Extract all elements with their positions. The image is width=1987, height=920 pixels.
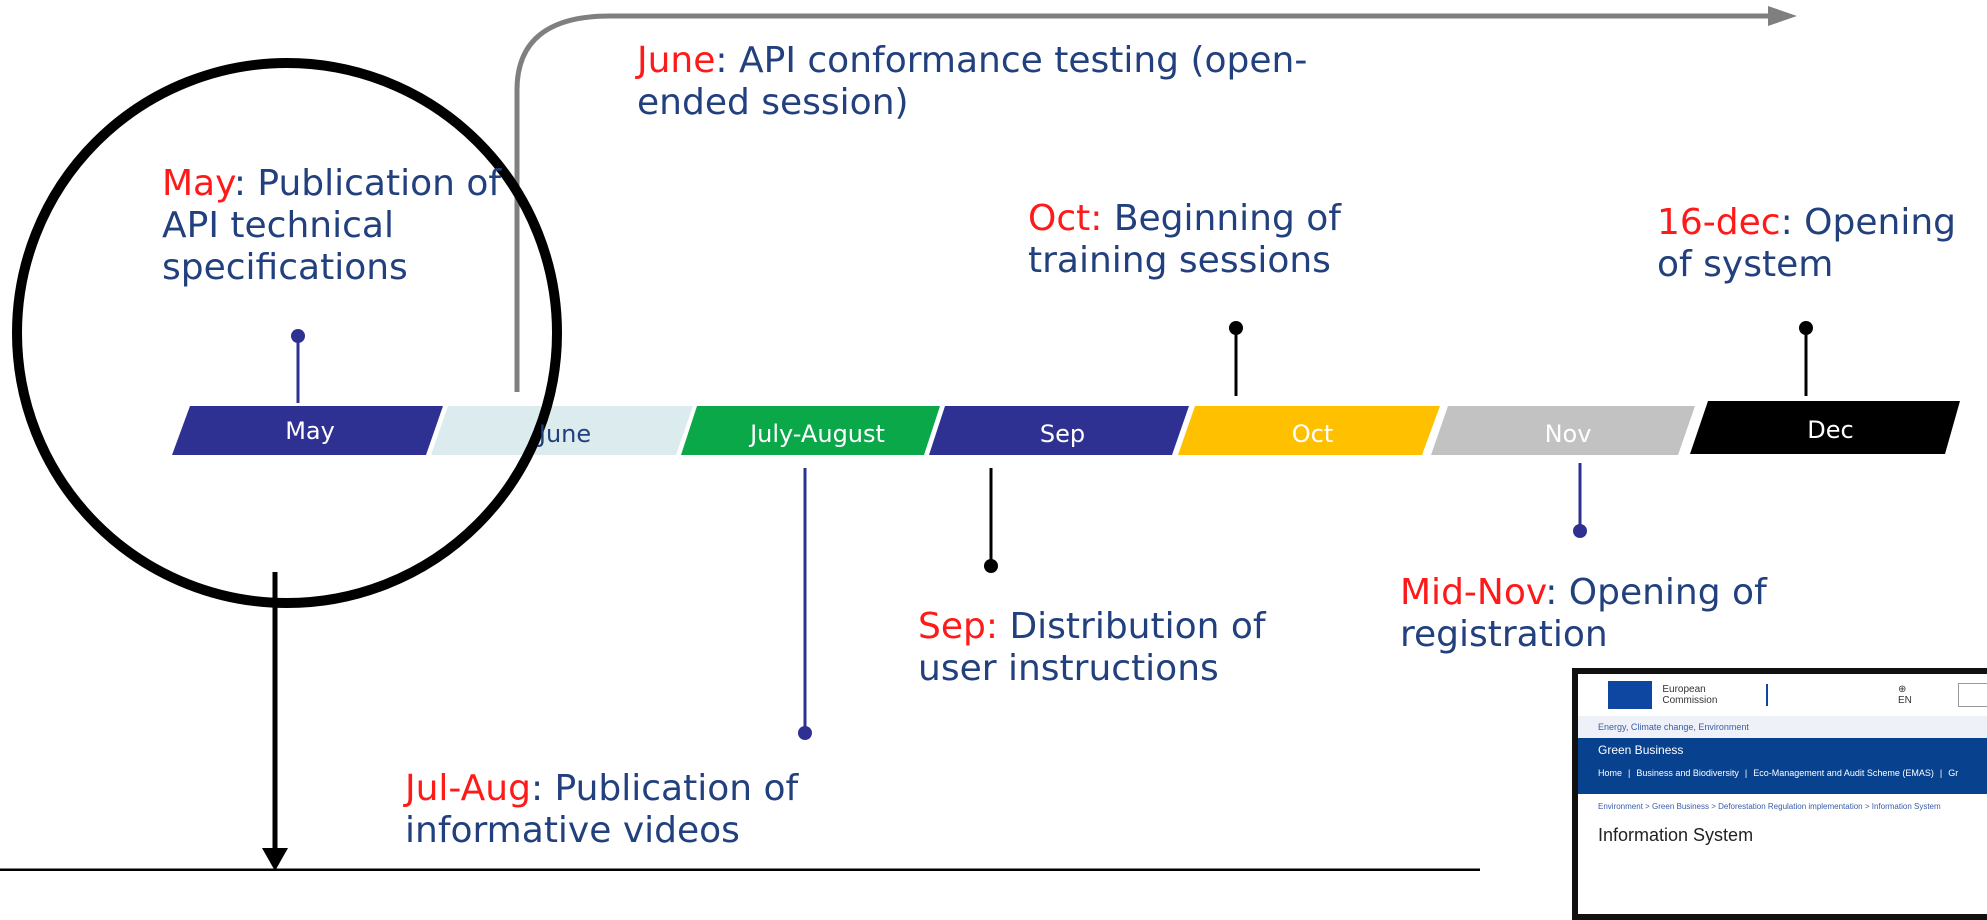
bar-july-august — [681, 406, 940, 455]
bar-june — [431, 406, 693, 455]
thumb-search-input — [1958, 683, 1987, 707]
thumb-site-band: Green Business Home | Business and Biodiv… — [1578, 738, 1987, 794]
thumb-crumb: Information System — [1871, 802, 1941, 811]
event-jul-aug: Jul-Aug: Publication of informative vide… — [405, 768, 885, 852]
event-may-month: May — [162, 163, 234, 204]
thumb-nav-sep: | — [1939, 768, 1943, 778]
oct-dot — [1229, 321, 1243, 335]
event-may: May: Publication of API technical specif… — [162, 163, 502, 289]
event-may-colon: : — [233, 163, 258, 204]
event-dec-colon: : — [1780, 202, 1805, 243]
thumb-breadcrumb: Environment > Green Business > Deforesta… — [1598, 802, 1941, 811]
thumb-crumb: Environment — [1598, 802, 1643, 811]
thumb-nav-sep: | — [1628, 768, 1631, 778]
event-dec: 16-dec: Opening of system — [1657, 202, 1987, 286]
event-nov: Mid-Nov: Opening of registration — [1400, 572, 1860, 656]
thumb-nav-item: Business and Biodiversity — [1636, 768, 1739, 778]
thumb-nav-item: Home — [1598, 768, 1623, 778]
bar-may — [172, 406, 443, 455]
event-may-text: Publication of API technical specificati… — [162, 163, 502, 288]
thumb-header: European Commission ⊕ EN — [1578, 674, 1987, 716]
event-oct-text: Beginning of training sessions — [1028, 198, 1341, 281]
focus-circle — [12, 58, 562, 608]
nov-dot — [1573, 524, 1587, 538]
focus-arrowhead — [262, 848, 288, 871]
may-dot — [291, 329, 305, 343]
thumb-site-title: Green Business — [1598, 743, 1684, 757]
event-sep: Sep: Distribution of user instructions — [918, 606, 1338, 690]
sep-dot — [984, 559, 998, 573]
event-dec-month: 16-dec — [1657, 202, 1781, 243]
event-june-text: API conformance testing (open-ended sess… — [637, 40, 1308, 123]
event-oct: Oct: Beginning of training sessions — [1028, 198, 1418, 282]
event-nov-text: Opening of registration — [1400, 572, 1767, 655]
bar-nov — [1431, 406, 1695, 455]
thumb-language: ⊕ EN — [1897, 684, 1912, 706]
event-jul-aug-month: Jul-Aug — [405, 768, 531, 809]
thumb-crumb: Green Business — [1652, 802, 1709, 811]
event-june-colon: : — [715, 40, 739, 81]
month-label-sep: Sep — [1039, 420, 1086, 448]
bar-oct — [1178, 406, 1440, 455]
thumb-breadcrumb-top: Energy, Climate change, Environment — [1578, 716, 1987, 738]
eu-flag-logo — [1608, 681, 1653, 709]
month-label-oct: Oct — [1291, 420, 1334, 448]
jul-aug-dot — [798, 726, 812, 740]
thumb-nav-sep: | — [1744, 768, 1748, 778]
bar-dec — [1690, 401, 1960, 454]
event-jul-aug-text: Publication of informative videos — [405, 768, 799, 851]
thumb-nav: Home | Business and Biodiversity | Eco-Man… — [1598, 762, 1987, 784]
event-june-month: June — [637, 40, 716, 81]
month-label-dec: Dec — [1807, 416, 1854, 444]
event-sep-text: Distribution of user instructions — [918, 606, 1266, 689]
june-arrowhead — [1768, 6, 1797, 26]
thumb-nav-item: Eco-Management and Audit Scheme (EMAS) — [1753, 768, 1934, 778]
website-screenshot-thumbnail: European Commission ⊕ EN Energy, Climate… — [1572, 668, 1987, 920]
june-arrow — [514, 13, 1770, 392]
thumb-commission: European Commission — [1662, 684, 1768, 706]
month-bars — [172, 401, 1960, 455]
thumb-nav-item: Gr — [1948, 768, 1959, 778]
timeline-diagram — [0, 6, 1960, 871]
thumb-page-title: Information System — [1598, 825, 1754, 845]
event-june: June: API conformance testing (open-ende… — [637, 40, 1397, 124]
event-nov-month: Mid-Nov — [1400, 572, 1546, 613]
thumb-crumb: Deforestation Regulation implementation — [1718, 802, 1863, 811]
event-jul-aug-colon: : — [530, 768, 555, 809]
month-label-july-august: July-August — [750, 420, 885, 448]
dec-dot — [1799, 321, 1813, 335]
month-label-june: June — [538, 420, 592, 448]
month-label-may: May — [285, 417, 335, 445]
event-sep-month: Sep: — [918, 606, 998, 647]
bar-sep — [929, 406, 1189, 455]
event-nov-colon: : — [1545, 572, 1569, 613]
event-oct-month: Oct: — [1028, 198, 1103, 239]
event-dec-text: Opening of system — [1657, 202, 1956, 285]
month-label-nov: Nov — [1544, 420, 1592, 448]
